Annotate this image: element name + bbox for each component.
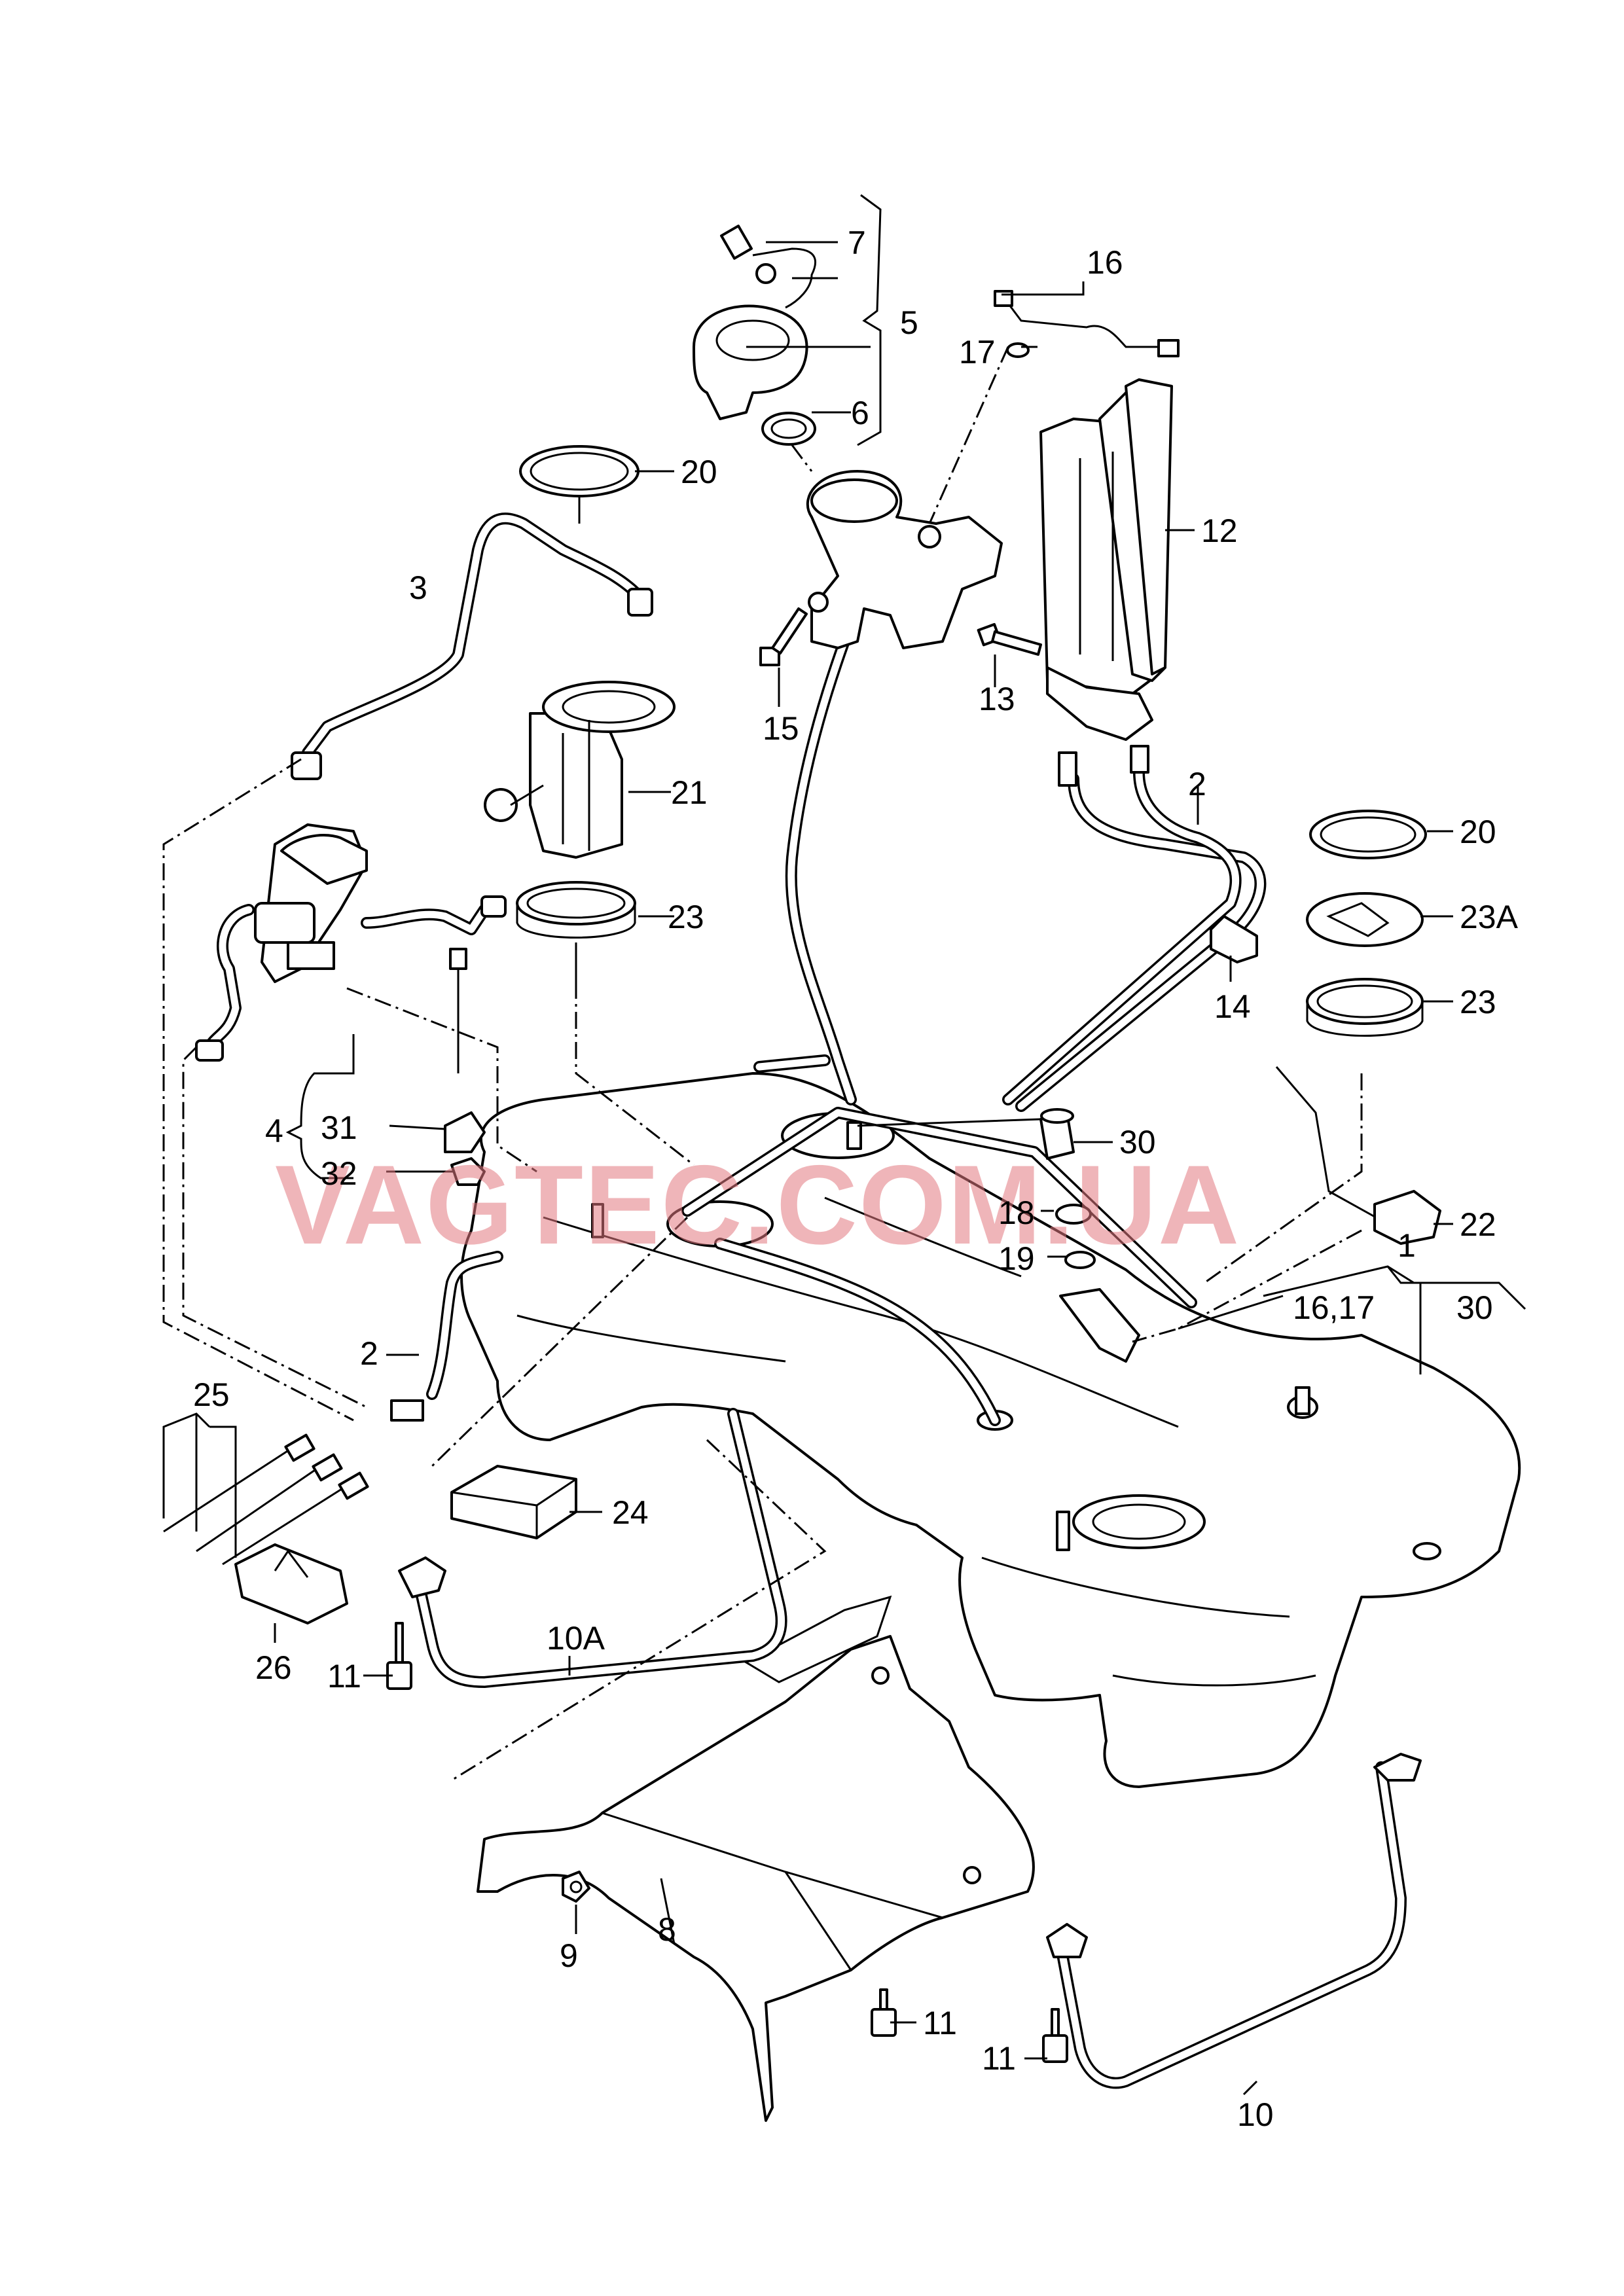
callout-13: 13	[979, 681, 1015, 717]
callout-20-right: 20	[1460, 814, 1496, 850]
locking-ring-part-20-left	[519, 445, 640, 497]
gasket-part-23-right	[1306, 978, 1424, 1037]
strap-part-10A	[398, 1408, 787, 1688]
control-unit-part-24	[450, 1465, 577, 1539]
bolt-part-11-middle	[871, 1988, 897, 2037]
callout-26: 26	[255, 1649, 292, 1686]
nut-part-9	[562, 1871, 590, 1903]
callout-19: 19	[998, 1240, 1035, 1277]
callout-10A: 10A	[547, 1620, 605, 1657]
callout-32: 32	[321, 1155, 357, 1192]
callout-8: 8	[658, 1911, 676, 1948]
bolt-part-11-right	[1042, 2008, 1068, 2063]
callout-16: 16	[1087, 244, 1123, 281]
callout-3: 3	[409, 569, 427, 606]
callout-14: 14	[1214, 988, 1251, 1025]
leader-lines	[162, 194, 1526, 2096]
callout-12: 12	[1201, 512, 1238, 549]
locking-ring-part-20-right	[1309, 810, 1427, 859]
connector-lines-part-25	[163, 1433, 369, 1566]
callout-20-left: 20	[681, 454, 717, 490]
bracket-part-26	[234, 1543, 348, 1624]
cover-part-23A	[1306, 892, 1424, 947]
gasket-part-23-left	[516, 881, 636, 939]
heat-shield-part-8	[477, 1595, 1035, 2122]
callout-11-left: 11	[327, 1658, 361, 1695]
callout-labels: 7 5 6 20 15 13 16 17 12 2 14 20 23A 23 2…	[193, 224, 1519, 2133]
assembly-lines	[162, 346, 1363, 1782]
ring-part-19	[1064, 1251, 1096, 1269]
callout-15: 15	[763, 710, 799, 747]
clip-part-31	[444, 1111, 486, 1153]
grommet-part-17	[1006, 342, 1030, 358]
fuel-filter-part-4	[195, 823, 507, 1062]
vent-valve-on-tank	[1059, 1288, 1140, 1363]
callout-7: 7	[848, 224, 866, 261]
callout-25: 25	[193, 1376, 230, 1413]
fuel-pump-part-21	[484, 681, 676, 859]
vent-lines-2	[390, 766, 1267, 1422]
callout-5: 5	[900, 304, 918, 341]
clip-part-32	[450, 1157, 486, 1186]
strap-part-10	[1046, 1753, 1422, 2089]
callout-24: 24	[612, 1494, 649, 1531]
carbon-canister	[1039, 378, 1173, 787]
callout-9: 9	[560, 1937, 578, 1974]
callout-11-right: 11	[982, 2040, 1016, 2077]
callout-16-17: 16,17	[1293, 1289, 1375, 1326]
callout-21: 21	[671, 774, 708, 811]
level-sender-part-22	[1275, 1066, 1441, 1245]
callout-6: 6	[851, 395, 869, 431]
callout-23A: 23A	[1460, 899, 1519, 935]
seal-part-18	[1055, 1204, 1092, 1225]
callout-23-right: 23	[1460, 984, 1496, 1020]
callout-23-left: 23	[668, 899, 704, 935]
watermark-text: VAGTEC.COM.UA	[275, 1142, 1240, 1268]
callout-4: 4	[265, 1113, 283, 1149]
bolt-part-13	[977, 622, 1042, 656]
clip-part-14	[1210, 915, 1258, 963]
tank-pipe-network	[681, 1054, 1197, 1426]
callout-11-middle: 11	[923, 2005, 957, 2041]
callout-2-upper: 2	[1188, 766, 1206, 802]
seal-ring-part-6	[761, 412, 816, 446]
callout-2-lower: 2	[360, 1335, 378, 1372]
filler-neck	[806, 470, 1003, 649]
bolt-part-11-left	[386, 1622, 412, 1690]
callout-17: 17	[959, 334, 996, 370]
callout-30-right: 30	[1456, 1289, 1493, 1326]
plug-part-30	[1039, 1108, 1075, 1160]
callout-30-top: 30	[1119, 1124, 1156, 1160]
filler-cap-part-5	[693, 247, 816, 420]
sender-wire-part-4	[449, 948, 467, 1073]
sensor-part-7	[720, 224, 776, 284]
callout-10: 10	[1237, 2096, 1274, 2133]
callout-31: 31	[321, 1109, 357, 1146]
callout-18: 18	[998, 1194, 1035, 1231]
callout-22: 22	[1460, 1206, 1496, 1243]
bolt-part-15	[759, 607, 808, 666]
callout-1: 1	[1398, 1227, 1416, 1264]
